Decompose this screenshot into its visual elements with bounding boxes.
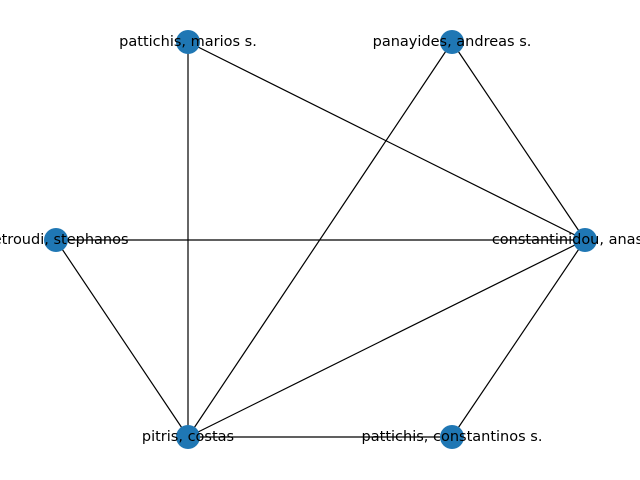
node-mp bbox=[176, 30, 200, 54]
node-label-csp: pattichis, constantinos s. bbox=[362, 429, 543, 445]
node-sp bbox=[44, 228, 68, 252]
edge-ap-ac bbox=[451, 41, 586, 241]
nodes-layer bbox=[44, 30, 597, 449]
node-csp bbox=[440, 425, 464, 449]
node-label-cp: pitris, costas bbox=[142, 429, 234, 445]
node-label-sp: petroudi, stephanos bbox=[0, 232, 129, 248]
node-ac bbox=[573, 228, 597, 252]
edges-layer bbox=[55, 41, 586, 438]
labels-layer: pattichis, marios s. panayides, andreas s… bbox=[0, 34, 640, 445]
node-label-ac: constantinidou, anastasia bbox=[492, 232, 640, 248]
node-ap bbox=[440, 30, 464, 54]
node-label-mp: pattichis, marios s. bbox=[119, 34, 257, 50]
edge-cp-ac bbox=[187, 239, 586, 438]
edge-csp-ac bbox=[451, 239, 586, 438]
edge-sp-cp bbox=[55, 239, 189, 438]
node-cp bbox=[176, 425, 200, 449]
node-label-ap: panayides, andreas s. bbox=[373, 34, 532, 50]
